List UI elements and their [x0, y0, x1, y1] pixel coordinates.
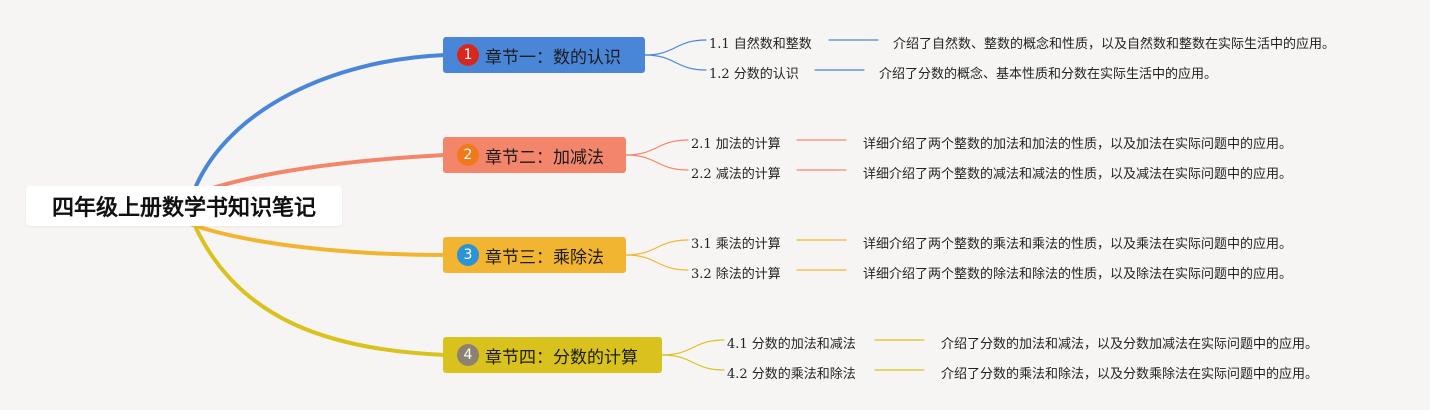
root-to-chapter-1-link	[194, 53, 447, 188]
root-to-chapter-3-link	[188, 222, 447, 257]
chapter-4-item-1-desc[interactable]: 介绍了分数的加法和减法，以及分数加减法在实际问题中的应用。	[941, 337, 1319, 352]
chapter-4-to-item-1-link	[661, 339, 725, 356]
chapter-3-label: 章节三：乘除法	[485, 247, 604, 268]
chapter-2-node[interactable]: 2 章节二：加减法	[443, 137, 626, 173]
chapter-2-label: 章节二：加减法	[485, 147, 604, 168]
chapter-4-label: 章节四：分数的计算	[485, 347, 638, 368]
chapter-1-item-1-desc[interactable]: 介绍了自然数、整数的概念和性质，以及自然数和整数在实际生活中的应用。	[893, 37, 1336, 52]
chapter-1-label: 章节一：数的认识	[485, 47, 621, 68]
chapter-3-to-item-1-link	[625, 239, 689, 256]
chapter-4-to-item-2-link	[661, 354, 725, 371]
root-topic[interactable]: 四年级上册数学书知识笔记	[26, 186, 342, 226]
chapter-2-to-item-2-link	[625, 154, 689, 171]
chapter-2-item-1-desc[interactable]: 详细介绍了两个整数的加法和加法的性质，以及加法在实际问题中的应用。	[863, 137, 1293, 152]
chapter-4-node[interactable]: 4 章节四：分数的计算	[443, 337, 662, 373]
chapter-2-number-badge: 2	[457, 144, 479, 166]
chapter-1-to-item-1-link	[644, 39, 707, 56]
root-to-chapter-4-link	[194, 226, 447, 357]
chapter-2-item-1-title[interactable]: 2.1 加法的计算	[691, 137, 781, 152]
chapter-1-to-item-2-link	[644, 54, 707, 71]
chapter-3-item-1-title[interactable]: 3.1 乘法的计算	[691, 237, 781, 252]
chapter-4-item-2-title[interactable]: 4.2 分数的乘法和除法	[727, 367, 856, 382]
chapter-4-item-2-desc[interactable]: 介绍了分数的乘法和除法，以及分数乘除法在实际问题中的应用。	[941, 367, 1319, 382]
chapter-1-number-badge: 1	[457, 44, 479, 66]
chapter-3-to-item-2-link	[625, 254, 689, 271]
chapter-1-item-1-title[interactable]: 1.1 自然数和整数	[709, 37, 812, 52]
chapter-1-item-2-title[interactable]: 1.2 分数的认识	[709, 67, 799, 82]
chapter-3-item-1-desc[interactable]: 详细介绍了两个整数的乘法和乘法的性质，以及乘法在实际问题中的应用。	[863, 237, 1293, 252]
chapter-2-item-2-desc[interactable]: 详细介绍了两个整数的减法和减法的性质，以及减法在实际问题中的应用。	[863, 167, 1293, 182]
chapter-2-to-item-1-link	[625, 139, 689, 156]
chapter-3-number-badge: 3	[457, 244, 479, 266]
chapter-3-node[interactable]: 3 章节三：乘除法	[443, 237, 626, 273]
chapter-1-item-2-desc[interactable]: 介绍了分数的概念、基本性质和分数在实际生活中的应用。	[879, 67, 1218, 82]
chapter-3-item-2-title[interactable]: 3.2 除法的计算	[691, 267, 781, 282]
chapter-3-item-2-desc[interactable]: 详细介绍了两个整数的除法和除法的性质，以及除法在实际问题中的应用。	[863, 267, 1293, 282]
chapter-4-number-badge: 4	[457, 344, 479, 366]
chapter-2-item-2-title[interactable]: 2.2 减法的计算	[691, 167, 781, 182]
chapter-1-node[interactable]: 1 章节一：数的认识	[443, 37, 645, 73]
chapter-4-item-1-title[interactable]: 4.1 分数的加法和减法	[727, 337, 856, 352]
